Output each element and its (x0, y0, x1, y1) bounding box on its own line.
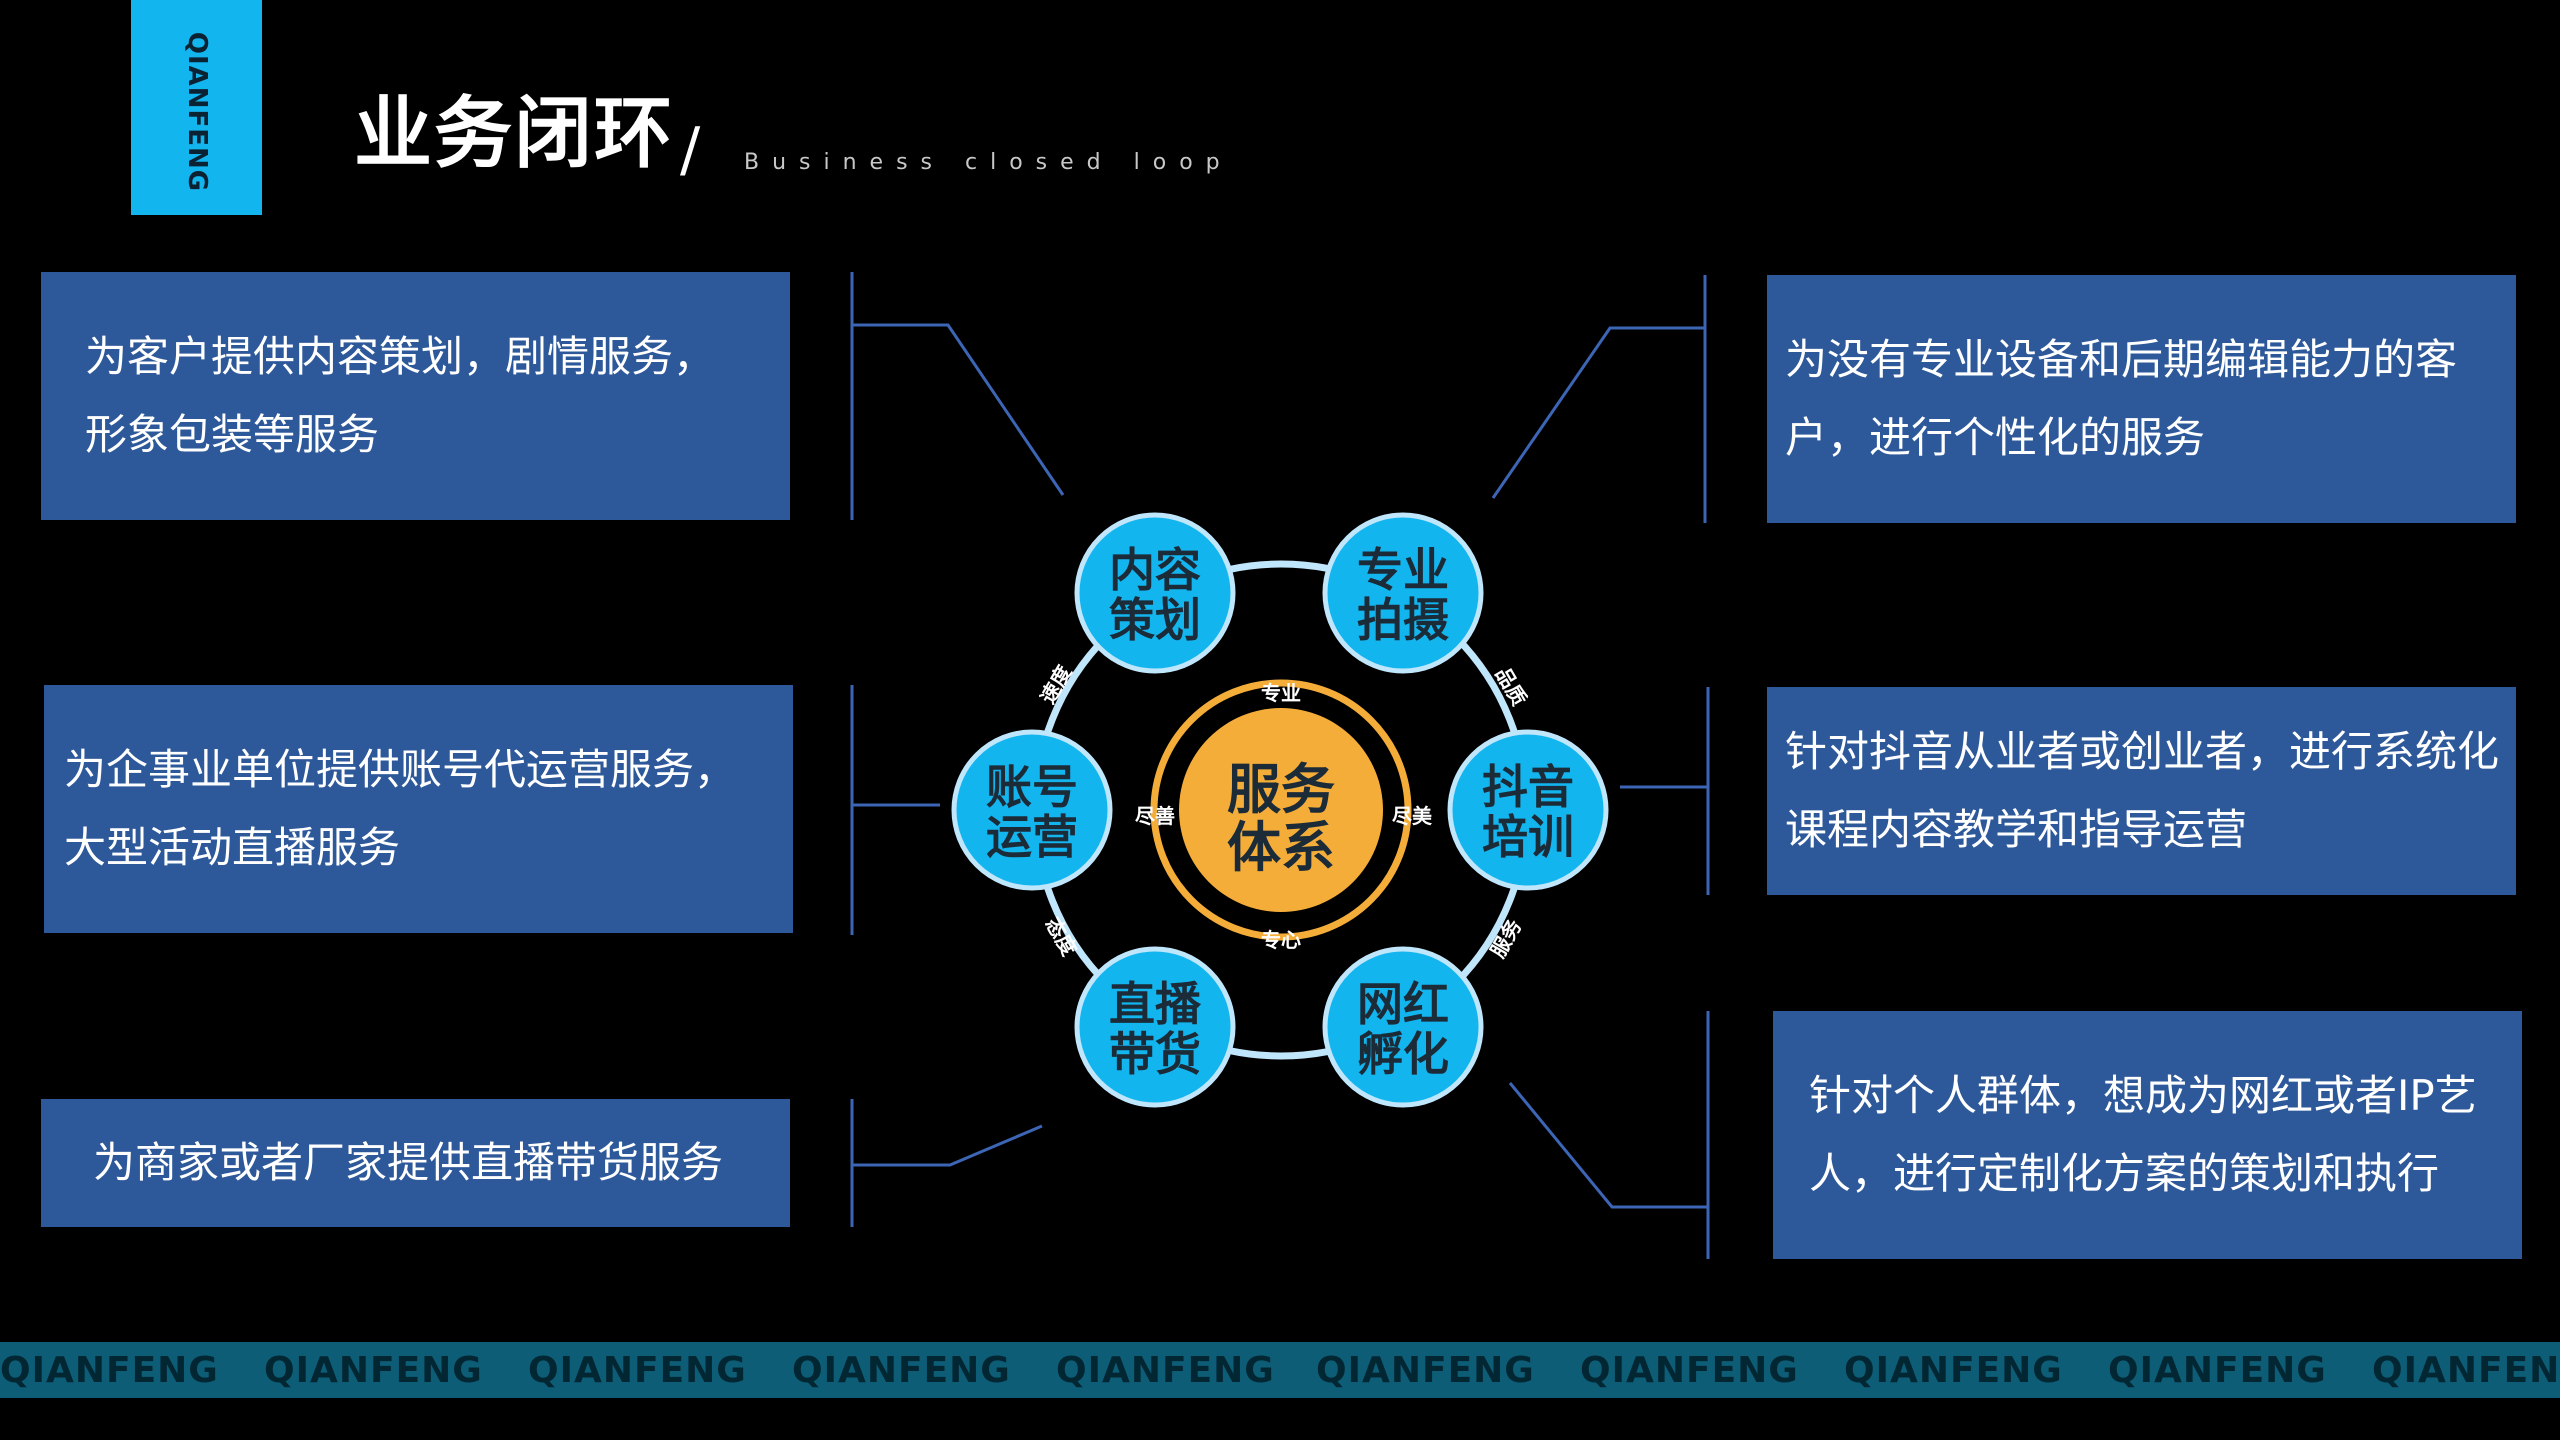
logo-tab: QIANFENG (131, 0, 262, 215)
node-line-2: 策划 (1109, 593, 1201, 647)
node-live-selling: 直播 带货 (1074, 946, 1236, 1108)
node-account-operation: 账号 运营 (951, 729, 1113, 891)
inner-labels: 专业 尽美 专心 尽善 (1135, 681, 1433, 952)
info-box-line: 针对抖音从业者或创业者，进行系统化 (1785, 727, 2500, 776)
page-title: 业务闭环 (354, 89, 675, 179)
connector-lines (850, 272, 1710, 1259)
node-pro-shooting: 专业 拍摄 (1322, 512, 1484, 674)
inner-label-left: 尽善 (1135, 804, 1175, 828)
node-influencer-incubation: 网红 孵化 (1322, 946, 1484, 1108)
center-line-1: 服务 (1227, 758, 1335, 821)
info-box-line: 为企事业单位提供账号代运营服务， (64, 745, 737, 794)
info-box-line: 针对个人群体，想成为网红或者IP艺 (1809, 1071, 2477, 1120)
page-subtitle: Business closed loop (744, 150, 1233, 175)
center-line-2: 体系 (1227, 816, 1335, 879)
band-logo: QIANFENG (1844, 1350, 2063, 1391)
info-box-influencer-incubation: 针对个人群体，想成为网红或者IP艺 人，进行定制化方案的策划和执行 (1773, 1011, 2522, 1259)
ring-label-attitude: 态度 (1041, 913, 1082, 961)
center-circle (1179, 708, 1383, 912)
node-line-2: 拍摄 (1357, 593, 1449, 647)
band-logo: QIANFENG (2108, 1350, 2327, 1391)
info-box-line: 人，进行定制化方案的策划和执行 (1809, 1149, 2440, 1198)
band-logo: QIANFENG (1580, 1350, 1799, 1391)
node-line-2: 带货 (1109, 1027, 1201, 1081)
info-box-content-planning: 为客户提供内容策划，剧情服务， 形象包装等服务 (41, 272, 790, 520)
node-line-2: 培训 (1482, 810, 1574, 864)
node-line-1: 内容 (1109, 543, 1201, 597)
footer-brand-band: QIANFENG QIANFENG QIANFENG QIANFENG QIAN… (0, 1342, 2560, 1398)
connector-line (852, 1124, 1043, 1167)
band-logo: QIANFENG (792, 1350, 1011, 1391)
connector-line (852, 323, 1065, 496)
inner-label-bottom: 专心 (1261, 928, 1301, 952)
band-logo: QIANFENG (528, 1350, 747, 1391)
center-ring (1150, 679, 1412, 941)
info-box-live-selling: 为商家或者厂家提供直播带货服务 (41, 1099, 790, 1227)
ring-label-service: 服务 (1486, 914, 1527, 962)
center-text: 服务 体系 (1227, 758, 1335, 879)
connector-line (1491, 326, 1705, 499)
connector-line (1508, 1082, 1708, 1209)
node-line-1: 网红 (1357, 977, 1449, 1031)
inner-label-right: 尽美 (1392, 804, 1433, 828)
band-logo: QIANFENG (0, 1350, 219, 1391)
info-box-line: 为商家或者厂家提供直播带货服务 (93, 1138, 724, 1187)
info-box-account-operation: 为企事业单位提供账号代运营服务， 大型活动直播服务 (44, 685, 793, 933)
inner-label-top: 专业 (1261, 681, 1301, 705)
info-box-line: 课程内容教学和指导运营 (1785, 805, 2248, 854)
info-box-line: 为客户提供内容策划，剧情服务， (85, 332, 716, 381)
node-line-1: 专业 (1357, 543, 1449, 597)
info-box-douyin-training: 针对抖音从业者或创业者，进行系统化 课程内容教学和指导运营 (1767, 687, 2516, 895)
node-line-1: 直播 (1109, 977, 1202, 1031)
node-douyin-training: 抖音 培训 (1447, 729, 1609, 891)
band-logo: QIANFENG (264, 1350, 483, 1391)
info-box-line: 大型活动直播服务 (64, 823, 401, 872)
info-box-line: 形象包装等服务 (85, 410, 380, 459)
node-content-planning: 内容 策划 (1074, 512, 1236, 674)
nodes: 内容 策划 专业 拍摄 抖音 培训 网红 孵化 直播 带货 账号 运营 (951, 512, 1609, 1108)
info-box-line: 为没有专业设备和后期编辑能力的客 (1785, 335, 2458, 384)
node-line-1: 抖音 (1482, 760, 1574, 814)
node-line-1: 账号 (986, 760, 1078, 814)
band-logo: QIANFENG (2372, 1350, 2560, 1391)
node-line-2: 孵化 (1357, 1027, 1449, 1081)
node-line-2: 运营 (986, 810, 1078, 864)
band-logo: QIANFENG (1316, 1350, 1535, 1391)
title-divider: / (680, 115, 701, 185)
info-box-line: 户，进行个性化的服务 (1785, 413, 2206, 462)
band-logo: QIANFENG (1056, 1350, 1275, 1391)
info-box-pro-shooting: 为没有专业设备和后期编辑能力的客 户，进行个性化的服务 (1767, 275, 2516, 523)
